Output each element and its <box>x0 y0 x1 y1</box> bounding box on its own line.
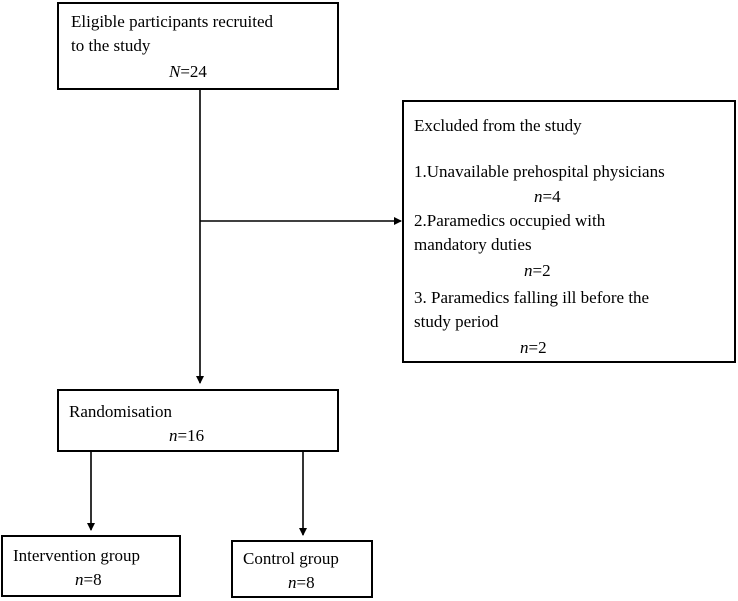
recruited-count: N=24 <box>169 60 207 83</box>
control-n-symbol: n <box>288 573 297 592</box>
intervention-n-symbol: n <box>75 570 84 589</box>
intervention-count: n=8 <box>75 568 102 591</box>
excluded-item3-line2: study period <box>414 312 499 331</box>
control-label: Control group <box>243 549 339 568</box>
intervention-n-value: =8 <box>83 570 102 589</box>
excluded-item1-n-symbol: n <box>534 187 543 206</box>
control-count: n=8 <box>288 571 315 594</box>
intervention-box: Intervention group n=8 <box>1 535 181 597</box>
excluded-item1-n-value: =4 <box>542 187 561 206</box>
recruited-box: Eligible participants recruited to the s… <box>57 2 339 90</box>
excluded-box: Excluded from the study 1.Unavailable pr… <box>402 100 736 363</box>
recruited-line1: Eligible participants recruited <box>71 12 274 31</box>
randomisation-n-symbol: n <box>169 426 178 445</box>
excluded-item2-count: n=2 <box>524 259 551 282</box>
recruited-line2: to the study <box>71 36 151 55</box>
excluded-item2-n-value: =2 <box>532 261 551 280</box>
excluded-item3-line1: 3. Paramedics falling ill before the <box>414 288 650 307</box>
excluded-title: Excluded from the study <box>414 116 582 135</box>
recruited-n-value: =24 <box>180 62 207 81</box>
control-box: Control group n=8 <box>231 540 373 598</box>
intervention-label: Intervention group <box>13 546 140 565</box>
control-n-value: =8 <box>296 573 315 592</box>
excluded-item3-count: n=2 <box>520 336 547 359</box>
excluded-item3-n-value: =2 <box>528 338 547 357</box>
randomisation-count: n=16 <box>169 424 204 447</box>
excluded-item1-count: n=4 <box>534 185 561 208</box>
excluded-item2-line2: mandatory duties <box>414 235 532 254</box>
recruited-n-symbol: N <box>169 62 181 81</box>
randomisation-box: Randomisation n=16 <box>57 389 339 452</box>
excluded-item2-line1: 2.Paramedics occupied with <box>414 211 606 230</box>
excluded-item1-line1: 1.Unavailable prehospital physicians <box>414 162 665 181</box>
randomisation-label: Randomisation <box>69 402 172 421</box>
excluded-item2-n-symbol: n <box>524 261 533 280</box>
randomisation-n-value: =16 <box>177 426 205 445</box>
excluded-item3-n-symbol: n <box>520 338 529 357</box>
